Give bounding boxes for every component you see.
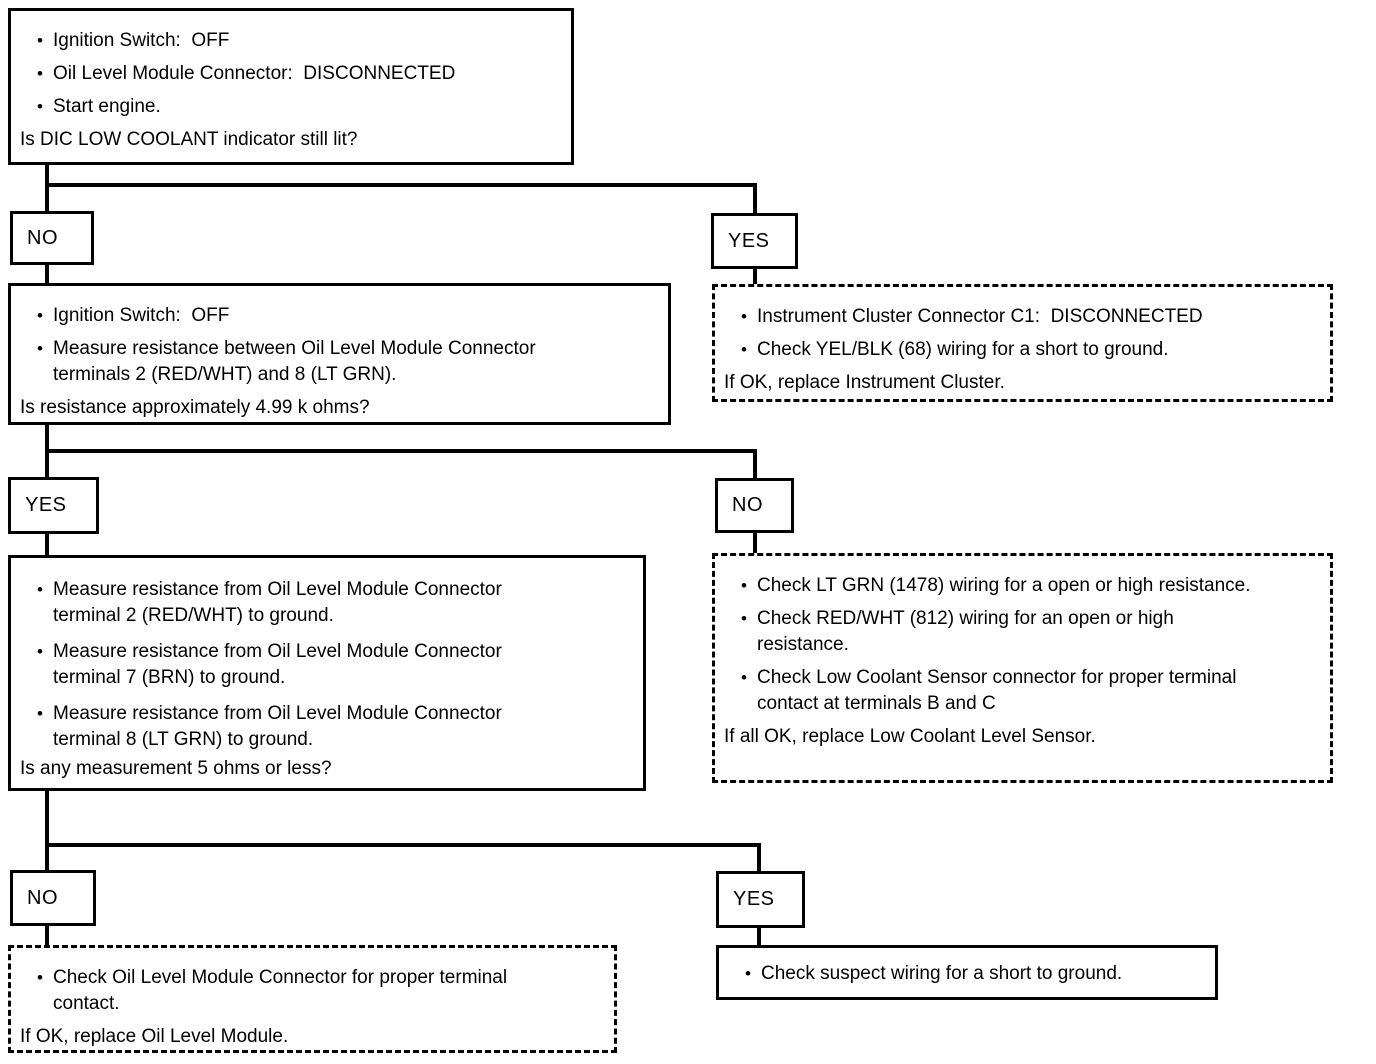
bullet-item: • Check YEL/BLK (68) wiring for a short … bbox=[724, 337, 1322, 363]
branch-no-label-1: NO bbox=[10, 211, 94, 265]
connector-line bbox=[757, 845, 761, 872]
bullet-icon: • bbox=[37, 580, 43, 599]
branch-label-text: YES bbox=[25, 494, 67, 516]
connector-line bbox=[45, 265, 49, 285]
connector-line bbox=[45, 926, 49, 946]
bullet-text: Oil Level Module Connector: DISCONNECTED bbox=[53, 63, 456, 84]
connector-line bbox=[757, 928, 761, 946]
branch-label-text: YES bbox=[733, 888, 775, 910]
bullet-item: • Measure resistance from Oil Level Modu… bbox=[20, 639, 635, 691]
instrument-cluster-action-box: • Instrument Cluster Connector C1: DISCO… bbox=[712, 284, 1333, 402]
branch-no-label-3: NO bbox=[10, 870, 96, 926]
bullet-list: • Check Oil Level Module Connector for p… bbox=[20, 965, 606, 1017]
bullet-item: • Oil Level Module Connector: DISCONNECT… bbox=[20, 61, 563, 87]
bullet-icon: • bbox=[37, 31, 43, 50]
bullet-item: • Measure resistance from Oil Level Modu… bbox=[20, 701, 635, 753]
connector-line bbox=[45, 843, 761, 847]
branch-label-text: NO bbox=[27, 886, 58, 909]
bullet-icon: • bbox=[741, 576, 747, 595]
connector-line bbox=[753, 451, 757, 479]
bullet-icon: • bbox=[37, 642, 43, 661]
connector-line bbox=[753, 185, 757, 215]
connector-line bbox=[753, 533, 757, 554]
bullet-item: • Measure resistance from Oil Level Modu… bbox=[20, 577, 635, 629]
closing-text: If all OK, replace Low Coolant Level Sen… bbox=[724, 726, 1096, 747]
closing-text: If OK, replace Oil Level Module. bbox=[20, 1026, 289, 1047]
connector-line bbox=[45, 183, 757, 187]
bullet-icon: • bbox=[37, 968, 43, 987]
branch-yes-label-1: YES bbox=[711, 213, 798, 269]
connector-line bbox=[45, 791, 49, 871]
bullet-text: Check Oil Level Module Connector for pro… bbox=[53, 967, 508, 1014]
module-connector-action-box: • Check Oil Level Module Connector for p… bbox=[8, 945, 617, 1053]
bullet-item: • Ignition Switch: OFF bbox=[20, 28, 563, 54]
bullet-text: Measure resistance between Oil Level Mod… bbox=[53, 338, 536, 385]
bullet-text: Check YEL/BLK (68) wiring for a short to… bbox=[757, 339, 1169, 360]
bullet-icon: • bbox=[741, 609, 747, 628]
bullet-icon: • bbox=[741, 340, 747, 359]
bullet-icon: • bbox=[37, 339, 43, 358]
suspect-wiring-action-box: • Check suspect wiring for a short to gr… bbox=[716, 945, 1218, 1000]
bullet-text: Check suspect wiring for a short to grou… bbox=[761, 963, 1123, 984]
bullet-list: • Ignition Switch: OFF • Oil Level Modul… bbox=[20, 28, 563, 120]
branch-label-text: NO bbox=[27, 226, 58, 249]
ground-resistance-check-box: • Measure resistance from Oil Level Modu… bbox=[8, 555, 646, 791]
bullet-text: Measure resistance from Oil Level Module… bbox=[53, 703, 502, 750]
bullet-item: • Start engine. bbox=[20, 94, 563, 120]
connector-line bbox=[753, 269, 757, 286]
bullet-item: • Ignition Switch: OFF bbox=[20, 303, 660, 329]
connector-line bbox=[45, 163, 49, 213]
closing-text: If OK, replace Instrument Cluster. bbox=[724, 372, 1005, 393]
bullet-item: • Check RED/WHT (812) wiring for an open… bbox=[724, 606, 1322, 658]
bullet-text: Start engine. bbox=[53, 96, 161, 117]
bullet-list: • Ignition Switch: OFF • Measure resista… bbox=[20, 303, 660, 388]
bullet-item: • Check LT GRN (1478) wiring for a open … bbox=[724, 573, 1322, 599]
bullet-list: • Check LT GRN (1478) wiring for a open … bbox=[724, 573, 1322, 717]
branch-no-label-2: NO bbox=[715, 478, 794, 533]
bullet-icon: • bbox=[37, 306, 43, 325]
bullet-icon: • bbox=[37, 97, 43, 116]
bullet-item: • Check suspect wiring for a short to gr… bbox=[728, 961, 1207, 987]
branch-yes-label-2: YES bbox=[8, 477, 99, 534]
bullet-text: Instrument Cluster Connector C1: DISCONN… bbox=[757, 306, 1203, 327]
bullet-icon: • bbox=[741, 668, 747, 687]
bullet-text: Check Low Coolant Sensor connector for p… bbox=[757, 667, 1237, 714]
bullet-text: Check RED/WHT (812) wiring for an open o… bbox=[757, 608, 1174, 655]
resistance-check-box: • Ignition Switch: OFF • Measure resista… bbox=[8, 283, 671, 425]
start-box: • Ignition Switch: OFF • Oil Level Modul… bbox=[8, 8, 574, 165]
bullet-icon: • bbox=[37, 704, 43, 723]
bullet-list: • Measure resistance from Oil Level Modu… bbox=[20, 577, 635, 753]
bullet-icon: • bbox=[37, 64, 43, 83]
bullet-text: Check LT GRN (1478) wiring for a open or… bbox=[757, 575, 1251, 596]
branch-yes-label-3: YES bbox=[716, 871, 805, 928]
bullet-text: Ignition Switch: OFF bbox=[53, 305, 230, 326]
bullet-icon: • bbox=[741, 307, 747, 326]
bullet-item: • Check Low Coolant Sensor connector for… bbox=[724, 665, 1322, 717]
branch-label-text: NO bbox=[732, 494, 763, 516]
bullet-list: • Instrument Cluster Connector C1: DISCO… bbox=[724, 304, 1322, 363]
question-text: Is any measurement 5 ohms or less? bbox=[20, 758, 332, 779]
connector-line bbox=[45, 534, 49, 556]
connector-line bbox=[45, 449, 757, 453]
bullet-item: • Check Oil Level Module Connector for p… bbox=[20, 965, 606, 1017]
bullet-text: Measure resistance from Oil Level Module… bbox=[53, 579, 502, 626]
bullet-icon: • bbox=[745, 964, 751, 983]
bullet-text: Measure resistance from Oil Level Module… bbox=[53, 641, 502, 688]
question-text: Is resistance approximately 4.99 k ohms? bbox=[20, 397, 370, 418]
question-text: Is DIC LOW COOLANT indicator still lit? bbox=[20, 129, 358, 150]
branch-label-text: YES bbox=[728, 229, 770, 252]
bullet-text: Ignition Switch: OFF bbox=[53, 30, 230, 51]
bullet-item: • Measure resistance between Oil Level M… bbox=[20, 336, 660, 388]
wiring-check-action-box: • Check LT GRN (1478) wiring for a open … bbox=[712, 553, 1333, 783]
bullet-item: • Instrument Cluster Connector C1: DISCO… bbox=[724, 304, 1322, 330]
bullet-list: • Check suspect wiring for a short to gr… bbox=[728, 961, 1207, 987]
